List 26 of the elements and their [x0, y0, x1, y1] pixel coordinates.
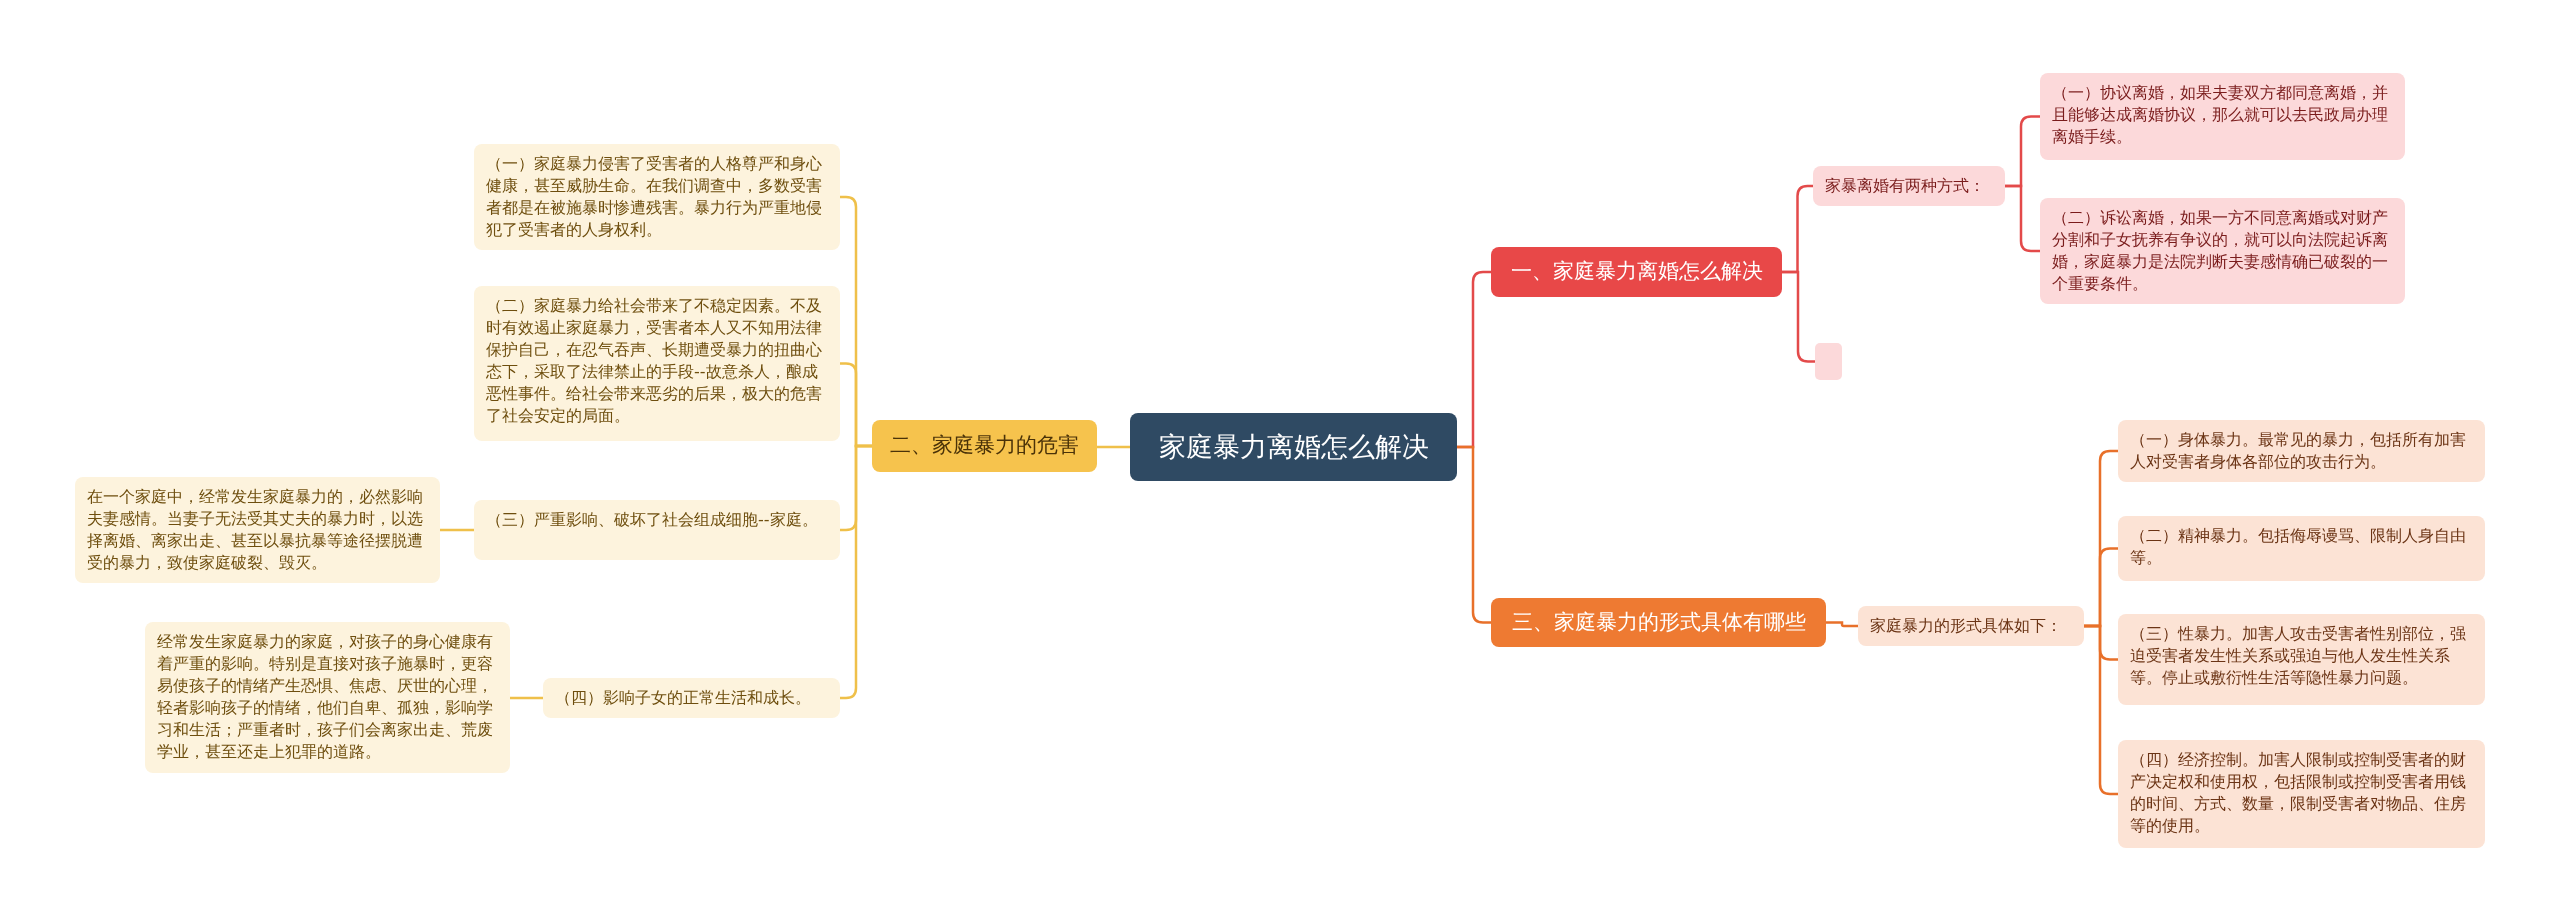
empty-box [1815, 343, 1842, 380]
topic-box: （一）身体暴力。最常见的暴力，包括所有加害人对受害者身体各部位的攻击行为。 [2118, 420, 2485, 482]
central-topic: 家庭暴力离婚怎么解决 [1130, 413, 1457, 481]
connector-line [1457, 445, 1491, 624]
topic-box: （二）诉讼离婚，如果一方不同意离婚或对财产分割和子女抚养有争议的，就可以向法院起诉离婚，家庭暴力是法院判断夫妻感情确已破裂的一个重要条件。 [2040, 198, 2405, 304]
topic-box: （四）影响子女的正常生活和成长。 [543, 678, 840, 718]
topic-box: （一）家庭暴力侵害了受害者的人格尊严和身心健康，甚至威胁生命。在我们调查中，多数受害者都是在被施暴时惨遭残害。暴力行为严重地侵犯了受害者的人身权利。 [474, 144, 840, 250]
topic-box: （二）精神暴力。包括侮辱谩骂、限制人身自由等。 [2118, 516, 2485, 581]
topic-box: 在一个家庭中，经常发生家庭暴力的，必然影响夫妻感情。当妻子无法受其丈夫的暴力时，以选择离婚、离家出走、甚至以暴抗暴等途径摆脱遭受的暴力，致使家庭破裂、毁灭。 [75, 477, 440, 583]
topic-box: （三）严重影响、破坏了社会组成细胞--家庭。 [474, 500, 840, 560]
topic-box: （三）性暴力。加害人攻击受害者性别部位，强迫受害者发生性关系或强迫与他人发生性关系等。停止或敷衍性生活等隐性暴力问题。 [2118, 614, 2485, 705]
connector-line [2084, 624, 2118, 796]
connector-line [2005, 184, 2040, 253]
connector-line [510, 696, 543, 700]
topic-box: 家庭暴力的形式具体如下： [1858, 606, 2084, 646]
connector-line [1097, 445, 1130, 449]
topic-box: （四）经济控制。加害人限制或控制受害者的财产决定权和使用权，包括限制或控制受害者用钱的时间、方式、数量，限制受害者对物品、住房等的使用。 [2118, 740, 2485, 848]
topic-box: 家暴离婚有两种方式： [1813, 166, 2005, 206]
branch-topic: 二、家庭暴力的危害 [872, 420, 1097, 472]
topic-box: 经常发生家庭暴力的家庭，对孩子的身心健康有着严重的影响。特别是直接对孩子施暴时，更容易使孩子的情绪产生恐惧、焦虑、厌世的心理，轻者影响孩子的情绪，他们自卑、孤独，影响学习和生活；严重者时，孩子们会离家出走、荒废学业，甚至还走上犯罪的道路。 [145, 622, 510, 773]
branch-topic: 三、家庭暴力的形式具体有哪些 [1491, 598, 1826, 647]
topic-box: （一）协议离婚，如果夫妻双方都同意离婚，并且能够达成离婚协议，那么就可以去民政局办理离婚手续。 [2040, 73, 2405, 160]
topic-box: （二）家庭暴力给社会带来了不稳定因素。不及时有效遏止家庭暴力，受害者本人又不知用法律保护自己，在忍气吞声、长期遭受暴力的扭曲心态下，采取了法律禁止的手段--故意杀人，酿成恶性事件。给社会带来恶劣的后果，极大的危害了社会安定的局面。 [474, 286, 840, 441]
branch-topic: 一、家庭暴力离婚怎么解决 [1491, 247, 1782, 297]
connector-line [440, 528, 474, 532]
connector-line [1826, 621, 1858, 628]
